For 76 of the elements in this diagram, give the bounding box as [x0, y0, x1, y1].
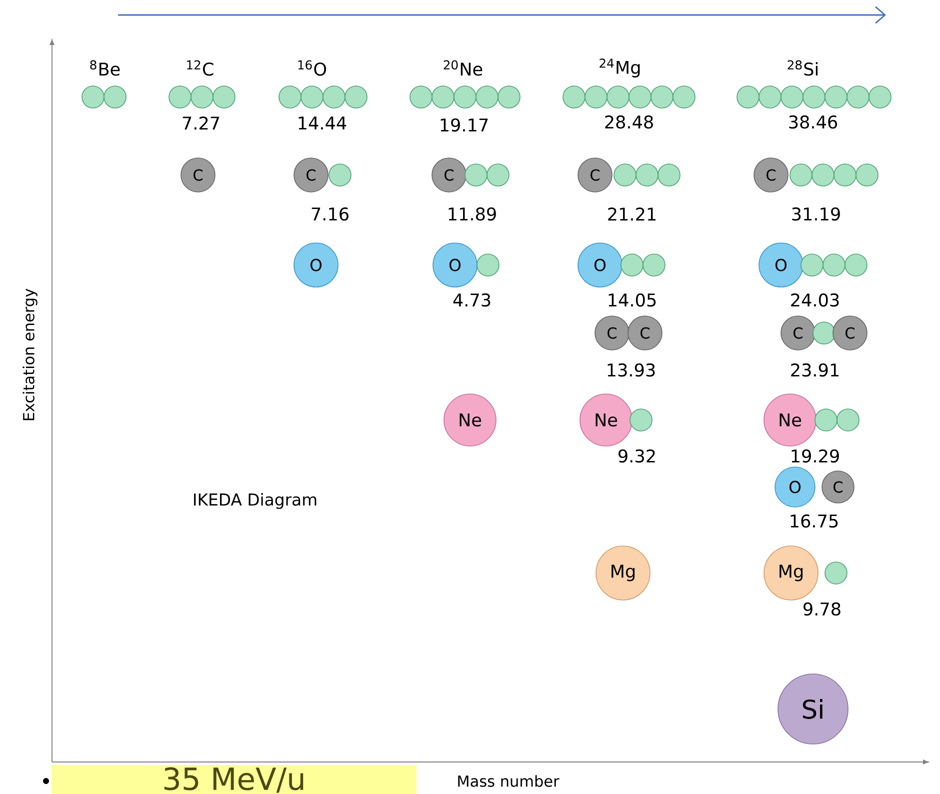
- energy-value: 11.89: [448, 207, 496, 221]
- alpha-particle: [844, 254, 868, 276]
- alpha-particle: [432, 86, 454, 108]
- alpha-particle: [620, 254, 644, 276]
- alpha-particle: [476, 86, 498, 108]
- alpha-particle: [82, 86, 104, 108]
- energy-value: 9.32: [618, 449, 655, 463]
- energy-value: 23.91: [791, 363, 839, 377]
- energy-value: 14.05: [608, 293, 656, 307]
- alpha-particle: [168, 86, 192, 108]
- alpha-particle: [344, 86, 368, 108]
- energy-value: 24.03: [791, 293, 839, 307]
- energy-value: 7.16: [312, 207, 348, 221]
- alpha-particle: [802, 86, 826, 108]
- alpha-particle: [758, 86, 782, 108]
- alpha-particle: [584, 86, 608, 108]
- alpha-particle: [780, 86, 804, 108]
- alpha-particle: [614, 164, 636, 186]
- isotope-label: $^{28}$Si: [788, 60, 818, 76]
- alpha-particle: [410, 86, 432, 108]
- alpha-particle: [824, 562, 848, 584]
- alpha-particle: [322, 86, 346, 108]
- alpha-particle: [790, 164, 812, 186]
- alpha-particle: [800, 254, 824, 276]
- alpha-particle: [498, 86, 520, 108]
- alpha-particle: [636, 164, 658, 186]
- alpha-particle: [606, 86, 630, 108]
- energy-value: 31.19: [792, 207, 840, 221]
- energy-value: 19.17: [440, 118, 488, 132]
- alpha-particle: [658, 164, 680, 186]
- alpha-particle: [642, 254, 666, 276]
- alpha-particle: [836, 408, 860, 432]
- isotope-label: $^{24}$Mg: [600, 58, 640, 78]
- energy-value: 21.21: [608, 207, 656, 221]
- alpha-particle: [104, 86, 126, 108]
- diagram-title: IKEDA Diagram: [194, 493, 316, 509]
- alpha-particle: [736, 86, 760, 108]
- isotope-label: $^{8}$Be: [90, 60, 120, 76]
- alpha-particle: [476, 254, 500, 276]
- alpha-particle: [672, 86, 696, 108]
- energy-value: 19.29: [792, 449, 839, 463]
- alpha-particle: [814, 408, 838, 432]
- axis-label: Excitation energy: [22, 288, 38, 420]
- energy-value: 9.78: [804, 602, 840, 616]
- alpha-particle: [300, 86, 324, 108]
- alpha-particle: [824, 86, 848, 108]
- energy-value: 28.48: [605, 115, 653, 129]
- alpha-particle: [630, 408, 652, 432]
- alpha-particle: [822, 254, 846, 276]
- alpha-particle: [812, 322, 836, 344]
- isotope-label: $^{16}$O: [298, 60, 326, 76]
- alpha-particle: [454, 86, 476, 108]
- alpha-particle: [812, 164, 834, 186]
- alpha-particle: [328, 164, 352, 186]
- alpha-particle: [834, 164, 856, 186]
- energy-value: 16.75: [790, 514, 838, 528]
- slide-text: 35 MeV/u: [52, 765, 416, 794]
- alpha-particle: [486, 164, 510, 186]
- alpha-particle: [868, 86, 892, 108]
- alpha-particle: [278, 86, 302, 108]
- alpha-particle: [464, 164, 488, 186]
- alpha-particle: [212, 86, 236, 108]
- alpha-particle: [562, 86, 586, 108]
- isotope-label: $^{20}$Ne: [444, 60, 482, 76]
- axis-label: Mass number: [458, 775, 560, 787]
- energy-value: 38.46: [789, 115, 838, 129]
- alpha-particle: [628, 86, 652, 108]
- isotope-label: $^{12}$C: [187, 60, 214, 76]
- alpha-particle: [650, 86, 674, 108]
- energy-value: 7.27: [182, 116, 220, 130]
- energy-value: 13.93: [608, 363, 655, 377]
- alpha-particle: [856, 164, 878, 186]
- alpha-particle: [190, 86, 214, 108]
- energy-value: 4.73: [453, 293, 490, 307]
- energy-value: 14.44: [298, 116, 346, 130]
- alpha-particle: [846, 86, 870, 108]
